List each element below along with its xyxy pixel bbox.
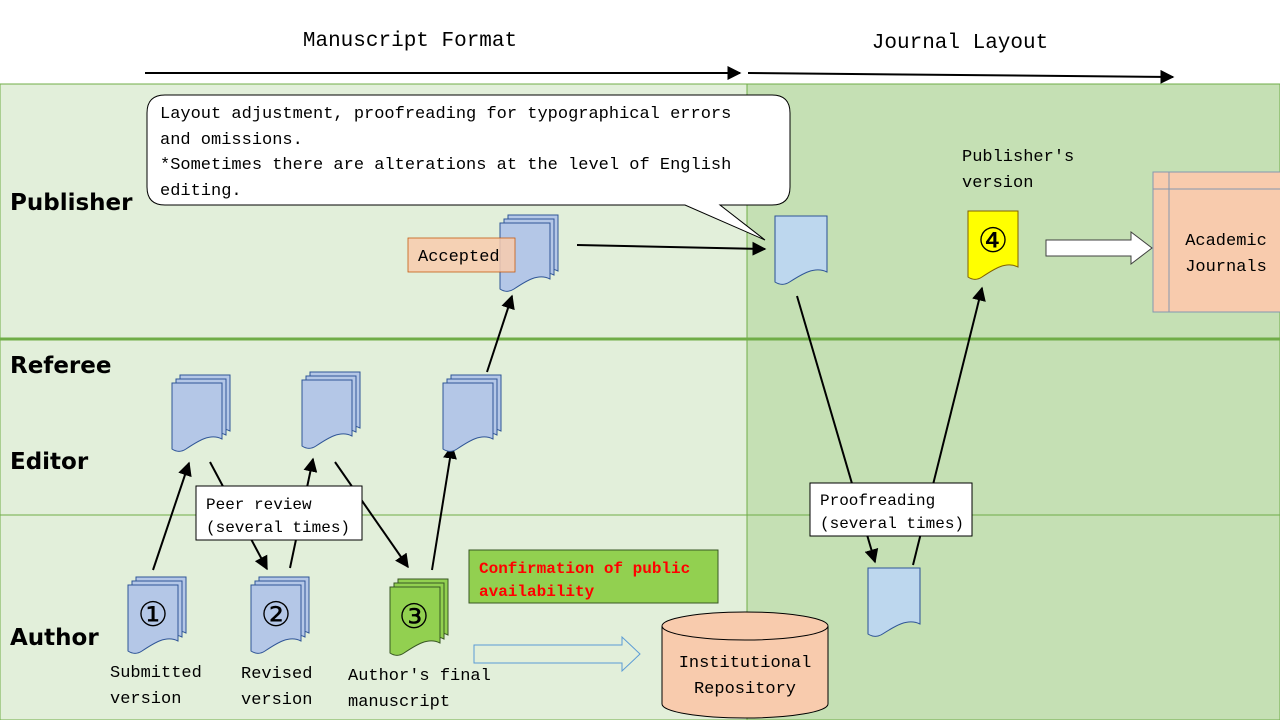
svg-text:version: version	[110, 690, 181, 709]
svg-text:Proofreading: Proofreading	[820, 492, 935, 510]
revised-label: Revised	[241, 665, 312, 684]
svg-text:*Sometimes there are alteratio: *Sometimes there are alterations at the …	[160, 156, 731, 175]
svg-text:Institutional: Institutional	[679, 654, 812, 673]
svg-text:availability: availability	[479, 583, 595, 601]
final-label: Author's final	[348, 667, 491, 686]
layout-callout: Layout adjustment, proofreading for typo…	[146, 94, 791, 241]
svg-text:Confirmation of public: Confirmation of public	[479, 560, 690, 578]
svg-text:Journals: Journals	[1185, 258, 1267, 277]
marker-4: ④	[978, 221, 1008, 261]
svg-text:editing.: editing.	[160, 182, 242, 201]
svg-text:Repository: Repository	[694, 680, 796, 699]
submitted-label: Submitted	[110, 664, 202, 683]
publish-arrow	[1045, 230, 1153, 266]
svg-text:version: version	[241, 691, 312, 710]
proofreading-box	[809, 482, 973, 537]
row-label-editor: Editor	[10, 449, 89, 475]
publishers-version-label: Publisher's	[962, 148, 1074, 167]
institutional-repository: Institutional Repository	[661, 611, 829, 719]
row-label-author: Author	[10, 625, 99, 651]
academic-journals: Academic Journals	[1152, 171, 1280, 313]
marker-3: ③	[399, 597, 429, 637]
svg-text:(several times): (several times)	[206, 519, 350, 537]
confirmation-box	[468, 549, 719, 604]
row-label-referee: Referee	[10, 353, 111, 379]
svg-text:version: version	[962, 174, 1033, 193]
accepted-label-box	[407, 237, 516, 273]
marker-1: ①	[138, 595, 168, 635]
row-label-publisher: Publisher	[10, 190, 133, 216]
svg-text:manuscript: manuscript	[348, 693, 450, 712]
svg-text:Academic: Academic	[1185, 232, 1267, 251]
accepted-label: Accepted	[418, 248, 500, 267]
marker-2: ②	[261, 595, 291, 635]
deposit-arrow	[473, 635, 641, 673]
svg-text:(several times): (several times)	[820, 515, 964, 533]
phase-manuscript-format: Manuscript Format	[303, 30, 517, 53]
journal-phase-arrow	[747, 69, 1175, 84]
svg-text:and omissions.: and omissions.	[160, 131, 303, 150]
svg-text:Layout adjustment, proofreadin: Layout adjustment, proofreading for typo…	[160, 105, 731, 124]
svg-text:Peer review: Peer review	[206, 496, 312, 514]
peer-review-box	[195, 485, 363, 541]
flow-arrows	[152, 241, 986, 571]
phase-journal-layout: Journal Layout	[872, 32, 1048, 55]
